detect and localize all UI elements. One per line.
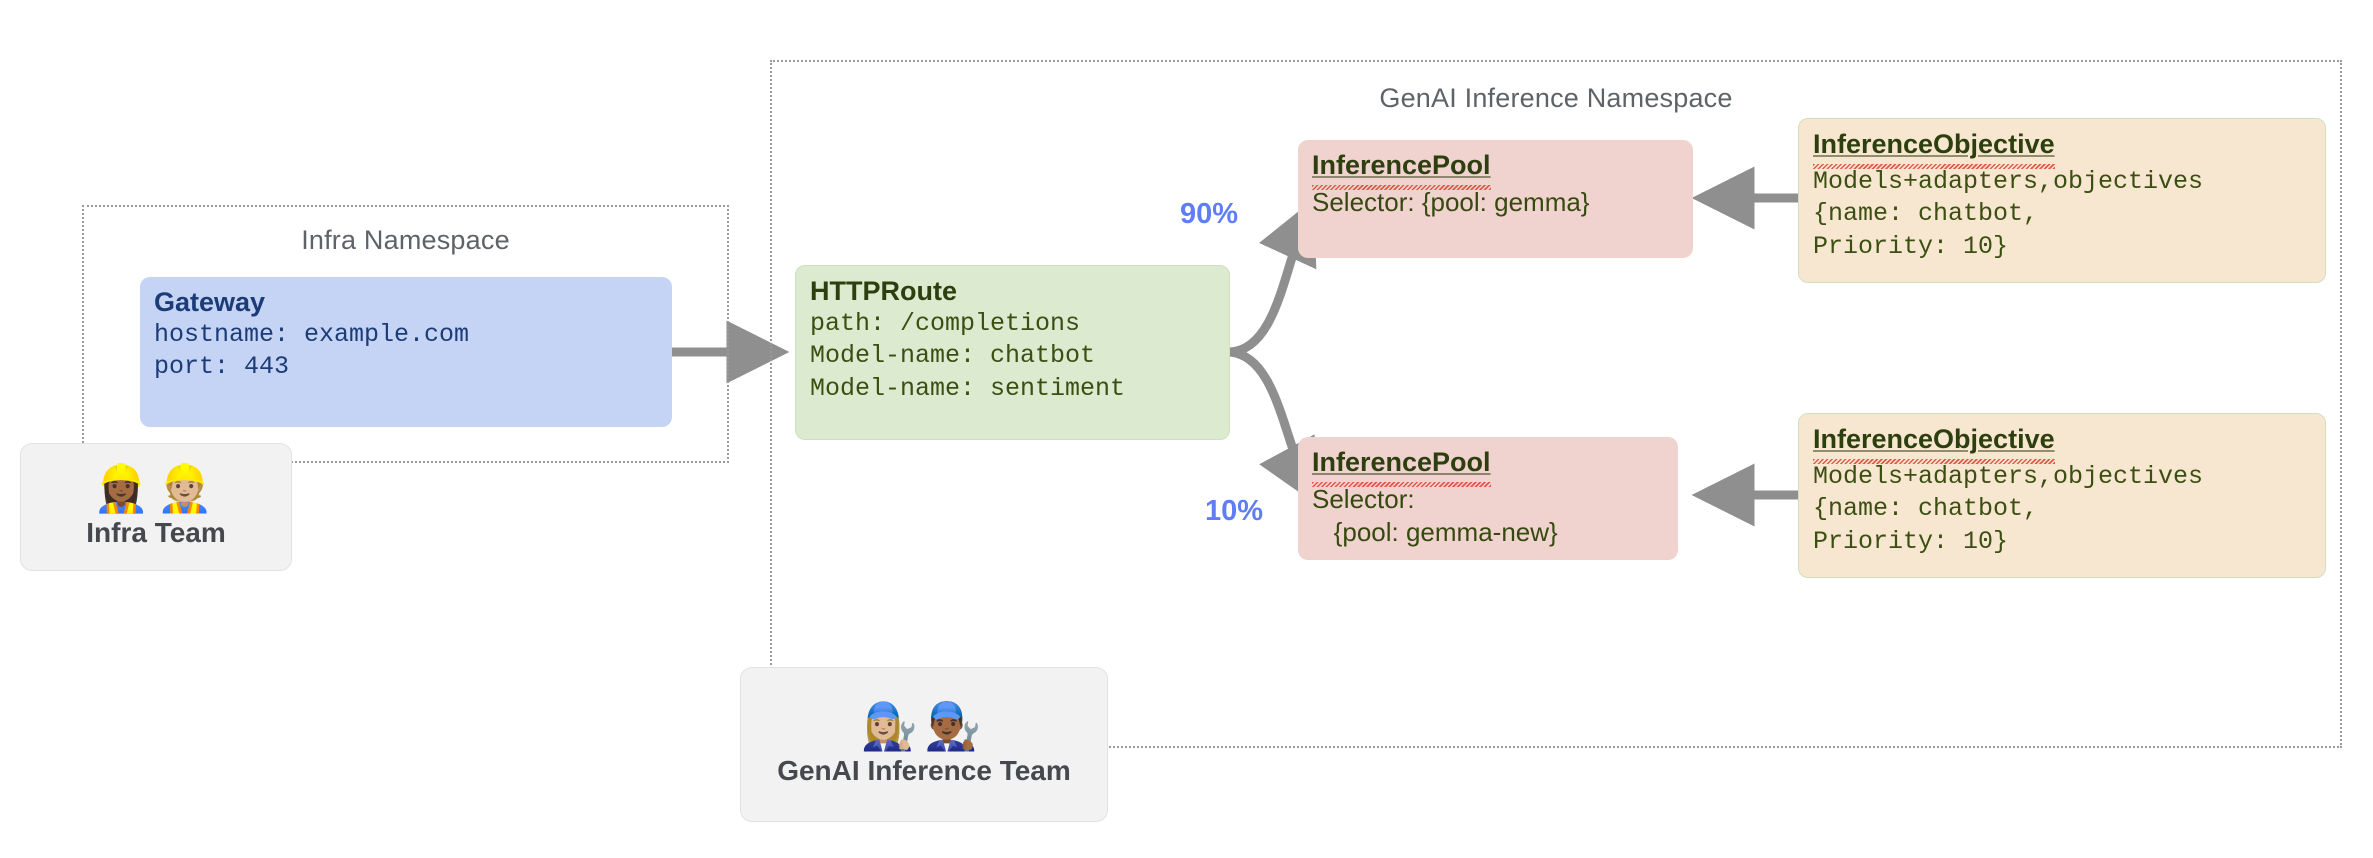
httproute-title: HTTPRoute (810, 276, 957, 306)
weight-label-pool-1: 90% (1180, 198, 1239, 230)
inferencepool-title-1: InferencePool (1312, 150, 1491, 190)
construction-worker-icons: 👷🏾‍♀️👷🏼 (92, 461, 220, 515)
httproute-path-line: path: /completions (810, 308, 1081, 338)
gateway-hostname-line: hostname: example.com (154, 319, 470, 349)
inferencepool-card-2[interactable]: InferencePool Selector: {pool: gemma-new… (1298, 437, 1678, 560)
inferenceobjective-title-1: InferenceObjective (1813, 129, 2055, 169)
inferencepool-selector-2-line-1: Selector: (1312, 483, 1415, 514)
inferenceobjective-2-line-3: Priority: 10} (1813, 526, 2009, 556)
inferenceobjective-card-1[interactable]: InferenceObjective Models+adapters,objec… (1798, 118, 2326, 283)
gateway-card[interactable]: Gateway hostname: example.com port: 443 (140, 277, 672, 427)
namespace-genai (770, 60, 2342, 748)
gateway-port-line: port: 443 (154, 352, 290, 382)
namespace-genai-label: GenAI Inference Namespace (1379, 83, 1733, 113)
team-label-genai: GenAI Inference Team (777, 754, 1071, 786)
namespace-infra (82, 205, 729, 463)
gateway-title: Gateway (154, 287, 266, 317)
team-label-infra: Infra Team (86, 517, 226, 548)
httproute-model-name-line-2: Model-name: sentiment (810, 373, 1126, 403)
inferenceobjective-card-2[interactable]: InferenceObjective Models+adapters,objec… (1798, 413, 2326, 578)
inferencepool-selector-2-line-2: {pool: gemma-new} (1312, 517, 1558, 548)
inferenceobjective-1-line-1: Models+adapters,objectives (1813, 166, 2204, 196)
weight-label-pool-2: 10% (1205, 495, 1264, 527)
inferenceobjective-1-line-3: Priority: 10} (1813, 231, 2009, 261)
inferenceobjective-2-line-1: Models+adapters,objectives (1813, 461, 2204, 491)
namespace-infra-label: Infra Namespace (301, 225, 510, 255)
inferenceobjective-title-2: InferenceObjective (1813, 424, 2055, 464)
inferencepool-card-1[interactable]: InferencePool Selector: {pool: gemma} (1298, 140, 1693, 258)
inferencepool-selector-1: Selector: {pool: gemma} (1312, 186, 1590, 217)
team-chip-infra[interactable]: 👷🏾‍♀️👷🏼 Infra Team (20, 443, 292, 571)
inferenceobjective-2-line-2: {name: chatbot, (1813, 494, 2039, 524)
inferencepool-title-2: InferencePool (1312, 447, 1491, 487)
httproute-card[interactable]: HTTPRoute path: /completions Model-name:… (795, 265, 1230, 440)
mechanic-icons: 👩🏼‍🔧👨🏾‍🔧 (860, 698, 988, 753)
team-chip-genai[interactable]: 👩🏼‍🔧👨🏾‍🔧 GenAI Inference Team (740, 667, 1108, 822)
httproute-model-name-line-1: Model-name: chatbot (810, 341, 1096, 371)
inferenceobjective-1-line-2: {name: chatbot, (1813, 199, 2039, 229)
